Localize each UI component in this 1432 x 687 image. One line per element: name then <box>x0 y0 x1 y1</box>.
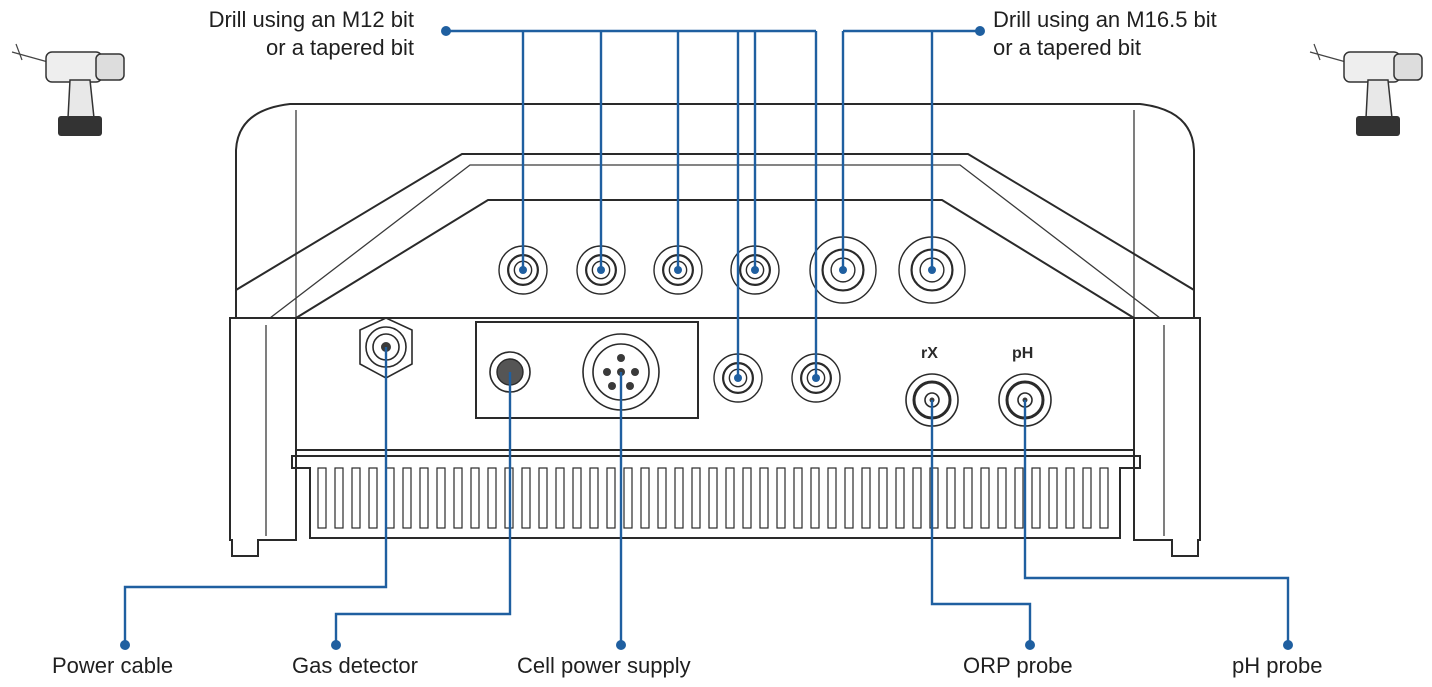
heat-sink-fin <box>1014 467 1024 529</box>
drill-holes <box>498 236 966 403</box>
heat-sink-fin <box>487 467 497 529</box>
heat-sink-fin <box>589 467 599 529</box>
power-cable-leader <box>120 347 388 650</box>
heat-sink-fin <box>657 467 667 529</box>
rx-panel-mark: rX <box>921 345 938 362</box>
heat-sink-fin <box>708 467 718 529</box>
bracket-left <box>229 317 297 557</box>
heat-sink-fin <box>1082 467 1092 529</box>
heat-sink-fin <box>1031 467 1041 529</box>
heat-sink-fin <box>1065 467 1075 529</box>
heat-sink-fin <box>776 467 786 529</box>
enclosure-bevel-outer <box>235 153 1195 318</box>
connector-panel <box>475 321 699 419</box>
heat-sink-fin <box>844 467 854 529</box>
heat-sink-fin <box>453 467 463 529</box>
ph-probe-leader <box>1023 400 1293 650</box>
drill-m165-line1: Drill using an M16.5 bit <box>993 7 1217 32</box>
power-cable-label: Power cable <box>52 653 174 678</box>
enclosure-front-face <box>295 199 1135 319</box>
heat-sink-fin <box>861 467 871 529</box>
heat-sink-fin <box>606 467 616 529</box>
enclosure-lid <box>235 103 1195 319</box>
heat-sink-fin <box>572 467 582 529</box>
heat-sink-fin <box>334 467 344 529</box>
heat-sink-fin <box>827 467 837 529</box>
heat-sink-fin <box>640 467 650 529</box>
orp-probe-label: ORP probe <box>963 653 1073 678</box>
heat-sink-fin <box>1099 467 1109 529</box>
gas-detector-label: Gas detector <box>292 653 418 678</box>
drill-m12-leaders <box>441 26 818 378</box>
drill-m165-label: Drill using an M16.5 bit or a tapered bi… <box>993 6 1217 62</box>
heat-sink-fin <box>402 467 412 529</box>
ph-probe-label: pH probe <box>1232 653 1323 678</box>
heat-sink-fin <box>351 467 361 529</box>
cell-power-supply-leader <box>616 372 626 650</box>
heat-sink-fin <box>674 467 684 529</box>
bracket-right <box>1133 317 1201 557</box>
heat-sink-fin <box>793 467 803 529</box>
heat-sink-fin <box>878 467 888 529</box>
heat-sink-fin <box>912 467 922 529</box>
enclosure-lower-body <box>295 317 1135 451</box>
drill-m12-line1: Drill using an M12 bit <box>208 7 414 32</box>
heat-sink-fin <box>742 467 752 529</box>
heat-sink-fin <box>436 467 446 529</box>
heat-sink-fin <box>538 467 548 529</box>
heat-sink-fin <box>963 467 973 529</box>
heat-sink-fin <box>1048 467 1058 529</box>
gas-detector-leader <box>331 372 512 650</box>
heat-sink-fin <box>470 467 480 529</box>
heat-sink-fin <box>946 467 956 529</box>
heat-sink-fin <box>691 467 701 529</box>
drill-m12-line2: or a tapered bit <box>266 35 414 60</box>
drill-m12-label: Drill using an M12 bit or a tapered bit <box>170 6 414 62</box>
heat-sink-fin <box>521 467 531 529</box>
heat-sink-fins <box>317 467 1109 529</box>
drill-icon-left <box>11 43 125 136</box>
enclosure <box>229 103 1201 557</box>
drill-icon-right <box>1309 43 1423 136</box>
cell-power-supply-label: Cell power supply <box>517 653 691 678</box>
drill-m165-line2: or a tapered bit <box>993 35 1141 60</box>
heat-sink-fin <box>419 467 429 529</box>
heat-sink-fin <box>895 467 905 529</box>
ph-panel-mark: pH <box>1012 345 1033 362</box>
heat-sink-fin <box>810 467 820 529</box>
heat-sink-fin <box>980 467 990 529</box>
heat-sink-fin <box>555 467 565 529</box>
heat-sink-fin <box>368 467 378 529</box>
orp-probe-leader <box>930 400 1035 650</box>
heat-sink-fin <box>317 467 327 529</box>
drill-m165-leaders <box>841 26 985 270</box>
heat-sink <box>291 455 1141 539</box>
heat-sink-fin <box>725 467 735 529</box>
heat-sink-fin <box>623 467 633 529</box>
heat-sink-fin <box>759 467 769 529</box>
heat-sink-fin <box>997 467 1007 529</box>
heat-sink-fin <box>929 467 939 529</box>
